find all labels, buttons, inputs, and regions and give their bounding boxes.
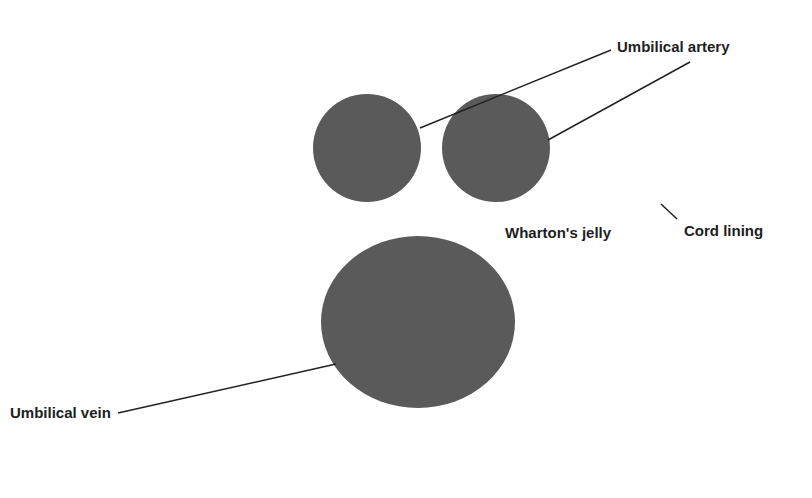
- part-label: Cord lining: [684, 222, 763, 240]
- leader-line: [661, 204, 677, 219]
- region-label: Wharton's jelly: [505, 224, 611, 242]
- cord-lining-shape: [264, 22, 736, 494]
- part-label-box: Umbilical artery: [617, 38, 730, 56]
- jelly-shape: [271, 29, 729, 487]
- part-label-box: Umbilical vein: [10, 404, 111, 422]
- leader-line: [118, 364, 336, 413]
- part-label: Umbilical vein: [10, 404, 111, 422]
- part-label: Umbilical artery: [617, 38, 730, 56]
- leader-line: [420, 50, 611, 128]
- artery-shape: [313, 94, 421, 202]
- cord-outline: [264, 22, 736, 494]
- vein-shape: [321, 236, 515, 408]
- leader-line: [548, 62, 690, 140]
- part-label-box: Cord lining: [684, 222, 763, 240]
- cord-section: Wharton's jelly: [264, 22, 736, 494]
- artery-shape: [442, 94, 550, 202]
